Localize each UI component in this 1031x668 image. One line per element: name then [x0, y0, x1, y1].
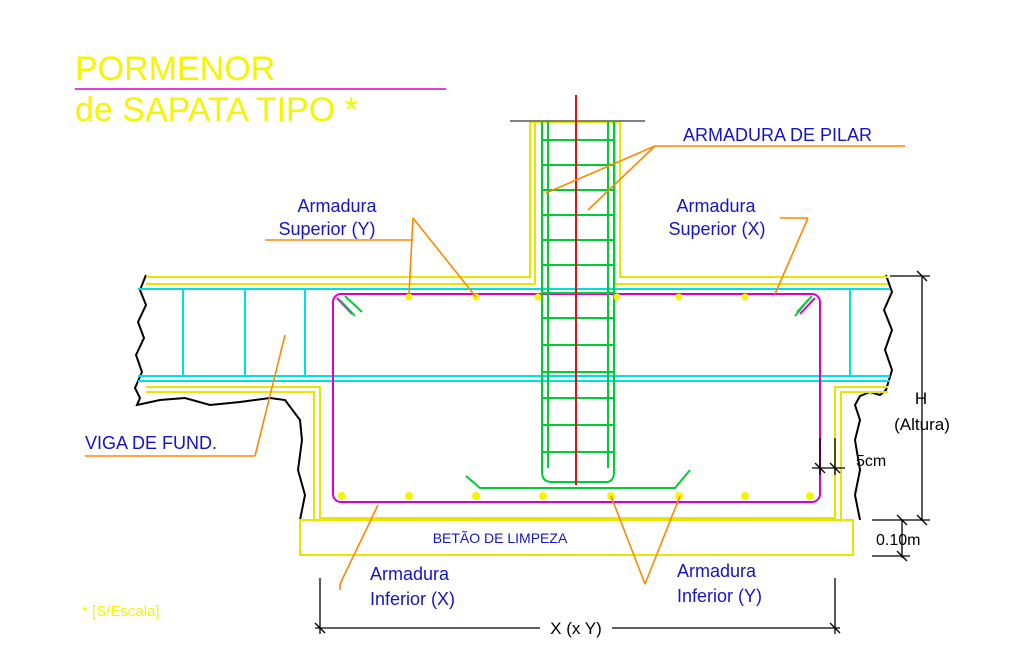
top-rebar-hooks — [339, 295, 813, 317]
altura-label-2: (Altura) — [894, 415, 950, 434]
bottom-rebar-dot — [472, 492, 480, 500]
betao-thickness-label: 0.10m — [876, 532, 920, 549]
column-rebar — [541, 122, 615, 483]
bottom-rebar-dot — [338, 492, 346, 500]
top-rebar-dot — [741, 293, 749, 301]
top-rebar-dot — [534, 293, 542, 301]
armadura-superior-x-label-2: Superior (X) — [668, 219, 765, 239]
armadura-pilar-label: ARMADURA DE PILAR — [683, 125, 872, 145]
column-ties — [542, 139, 614, 453]
armadura-superior-y-label-1: Armadura — [297, 196, 377, 216]
top-rebar-dot — [405, 293, 413, 301]
concrete-outline — [146, 121, 888, 522]
beam-rebar — [138, 288, 890, 382]
bottom-rebar-dot — [741, 492, 749, 500]
ground-profile — [133, 274, 894, 521]
escala-note: * [S/Escala] — [82, 603, 160, 620]
bottom-rebar-dot — [539, 492, 547, 500]
altura-label-1: H — [915, 389, 927, 408]
top-rebar-dot — [613, 293, 621, 301]
title-line2: de SAPATA TIPO * — [75, 91, 358, 129]
armadura-inferior-x-label-1: Armadura — [370, 564, 450, 584]
bottom-rebar-dot — [806, 492, 814, 500]
betao-limpeza-label: BETÃO DE LIMPEZA — [433, 530, 568, 546]
bottom-rebar-dot — [675, 492, 683, 500]
bottom-rebar-y — [465, 469, 691, 489]
armadura-inferior-y-label-1: Armadura — [677, 561, 757, 581]
recobrimento-label: 5cm — [856, 453, 886, 470]
armadura-superior-x-label-1: Armadura — [676, 196, 756, 216]
armadura-superior-y-label-2: Superior (Y) — [278, 219, 375, 239]
leaders — [85, 145, 905, 590]
armadura-inferior-x-label-2: Inferior (X) — [370, 589, 455, 609]
viga-fundacao-label: VIGA DE FUND. — [85, 433, 217, 453]
largura-label: X (x Y) — [550, 619, 602, 638]
armadura-inferior-y-label-2: Inferior (Y) — [677, 586, 762, 606]
bottom-rebar-dot — [405, 492, 413, 500]
dimension-lines — [314, 270, 930, 634]
title-line1: PORMENOR — [75, 50, 275, 88]
betao-limpeza-layer — [299, 519, 854, 556]
top-rebar-dot — [675, 293, 683, 301]
